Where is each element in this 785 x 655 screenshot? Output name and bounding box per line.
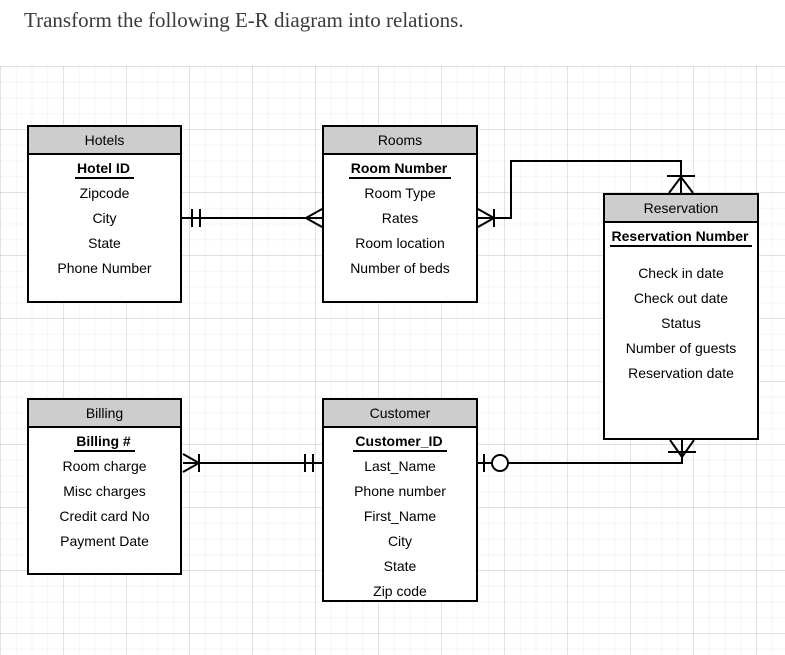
attribute-row: Rates	[381, 210, 419, 226]
entity-billing-attributes: Billing # Room charge Misc charges Credi…	[29, 428, 180, 554]
attribute-row: Room Number	[324, 156, 476, 181]
primary-key-hotel-id: Hotel ID	[75, 159, 134, 179]
entity-customer-title: Customer	[324, 400, 476, 428]
entity-rooms-title: Rooms	[324, 127, 476, 155]
attribute-row: Room charge	[62, 458, 147, 474]
primary-key-billing-number: Billing #	[74, 432, 135, 452]
entity-rooms: Rooms Room Number Room Type Rates Room l…	[322, 125, 478, 303]
attribute-row: Status	[661, 315, 701, 331]
primary-key-customer-id: Customer_ID	[353, 432, 447, 452]
page-title: Transform the following E-R diagram into…	[24, 8, 464, 32]
entity-reservation-title: Reservation	[605, 195, 757, 223]
attribute-row: Reservation date	[628, 365, 734, 381]
entity-reservation-attributes: Reservation Number Check in date Check o…	[605, 223, 757, 386]
attribute-row: State	[88, 235, 121, 251]
attribute-row: Payment Date	[60, 533, 149, 549]
entity-customer-attributes: Customer_ID Last_Name Phone number First…	[324, 428, 476, 604]
attribute-row: Last_Name	[364, 458, 436, 474]
entity-hotels-title: Hotels	[29, 127, 180, 155]
attribute-row: Number of guests	[625, 340, 737, 356]
attribute-row: Room location	[355, 235, 445, 251]
attribute-row: State	[383, 558, 417, 574]
attribute-row: City	[387, 533, 413, 549]
attribute-row: Room Type	[364, 185, 436, 201]
entity-rooms-attributes: Room Number Room Type Rates Room locatio…	[324, 155, 476, 281]
attribute-row: Billing #	[29, 429, 180, 454]
entity-billing: Billing Billing # Room charge Misc charg…	[27, 398, 182, 575]
primary-key-room-number: Room Number	[348, 159, 452, 179]
primary-key-reservation-number: Reservation Number	[609, 227, 753, 247]
attribute-row: First_Name	[363, 508, 437, 524]
attribute-row: Phone Number	[57, 260, 152, 276]
attribute-row: Misc charges	[63, 483, 146, 499]
attribute-row: Hotel ID	[29, 156, 180, 181]
attribute-row: Check in date	[638, 265, 724, 281]
attribute-row: Number of beds	[350, 260, 450, 276]
entity-reservation: Reservation Reservation Number Check in …	[603, 193, 759, 440]
attribute-row: Credit card No	[59, 508, 150, 524]
attribute-row: Zipcode	[79, 185, 130, 201]
attribute-row: Check out date	[633, 290, 729, 306]
entity-customer: Customer Customer_ID Last_Name Phone num…	[322, 398, 478, 602]
entity-billing-title: Billing	[29, 400, 180, 428]
attribute-row: City	[92, 210, 117, 226]
entity-hotels-attributes: Hotel ID Zipcode City State Phone Number	[29, 155, 180, 281]
attribute-row: Zip code	[373, 583, 427, 599]
attribute-row: Customer_ID	[324, 429, 476, 454]
attribute-row: Phone number	[354, 483, 446, 499]
entity-hotels: Hotels Hotel ID Zipcode City State Phone…	[27, 125, 182, 303]
attribute-row: Reservation Number	[605, 224, 757, 249]
